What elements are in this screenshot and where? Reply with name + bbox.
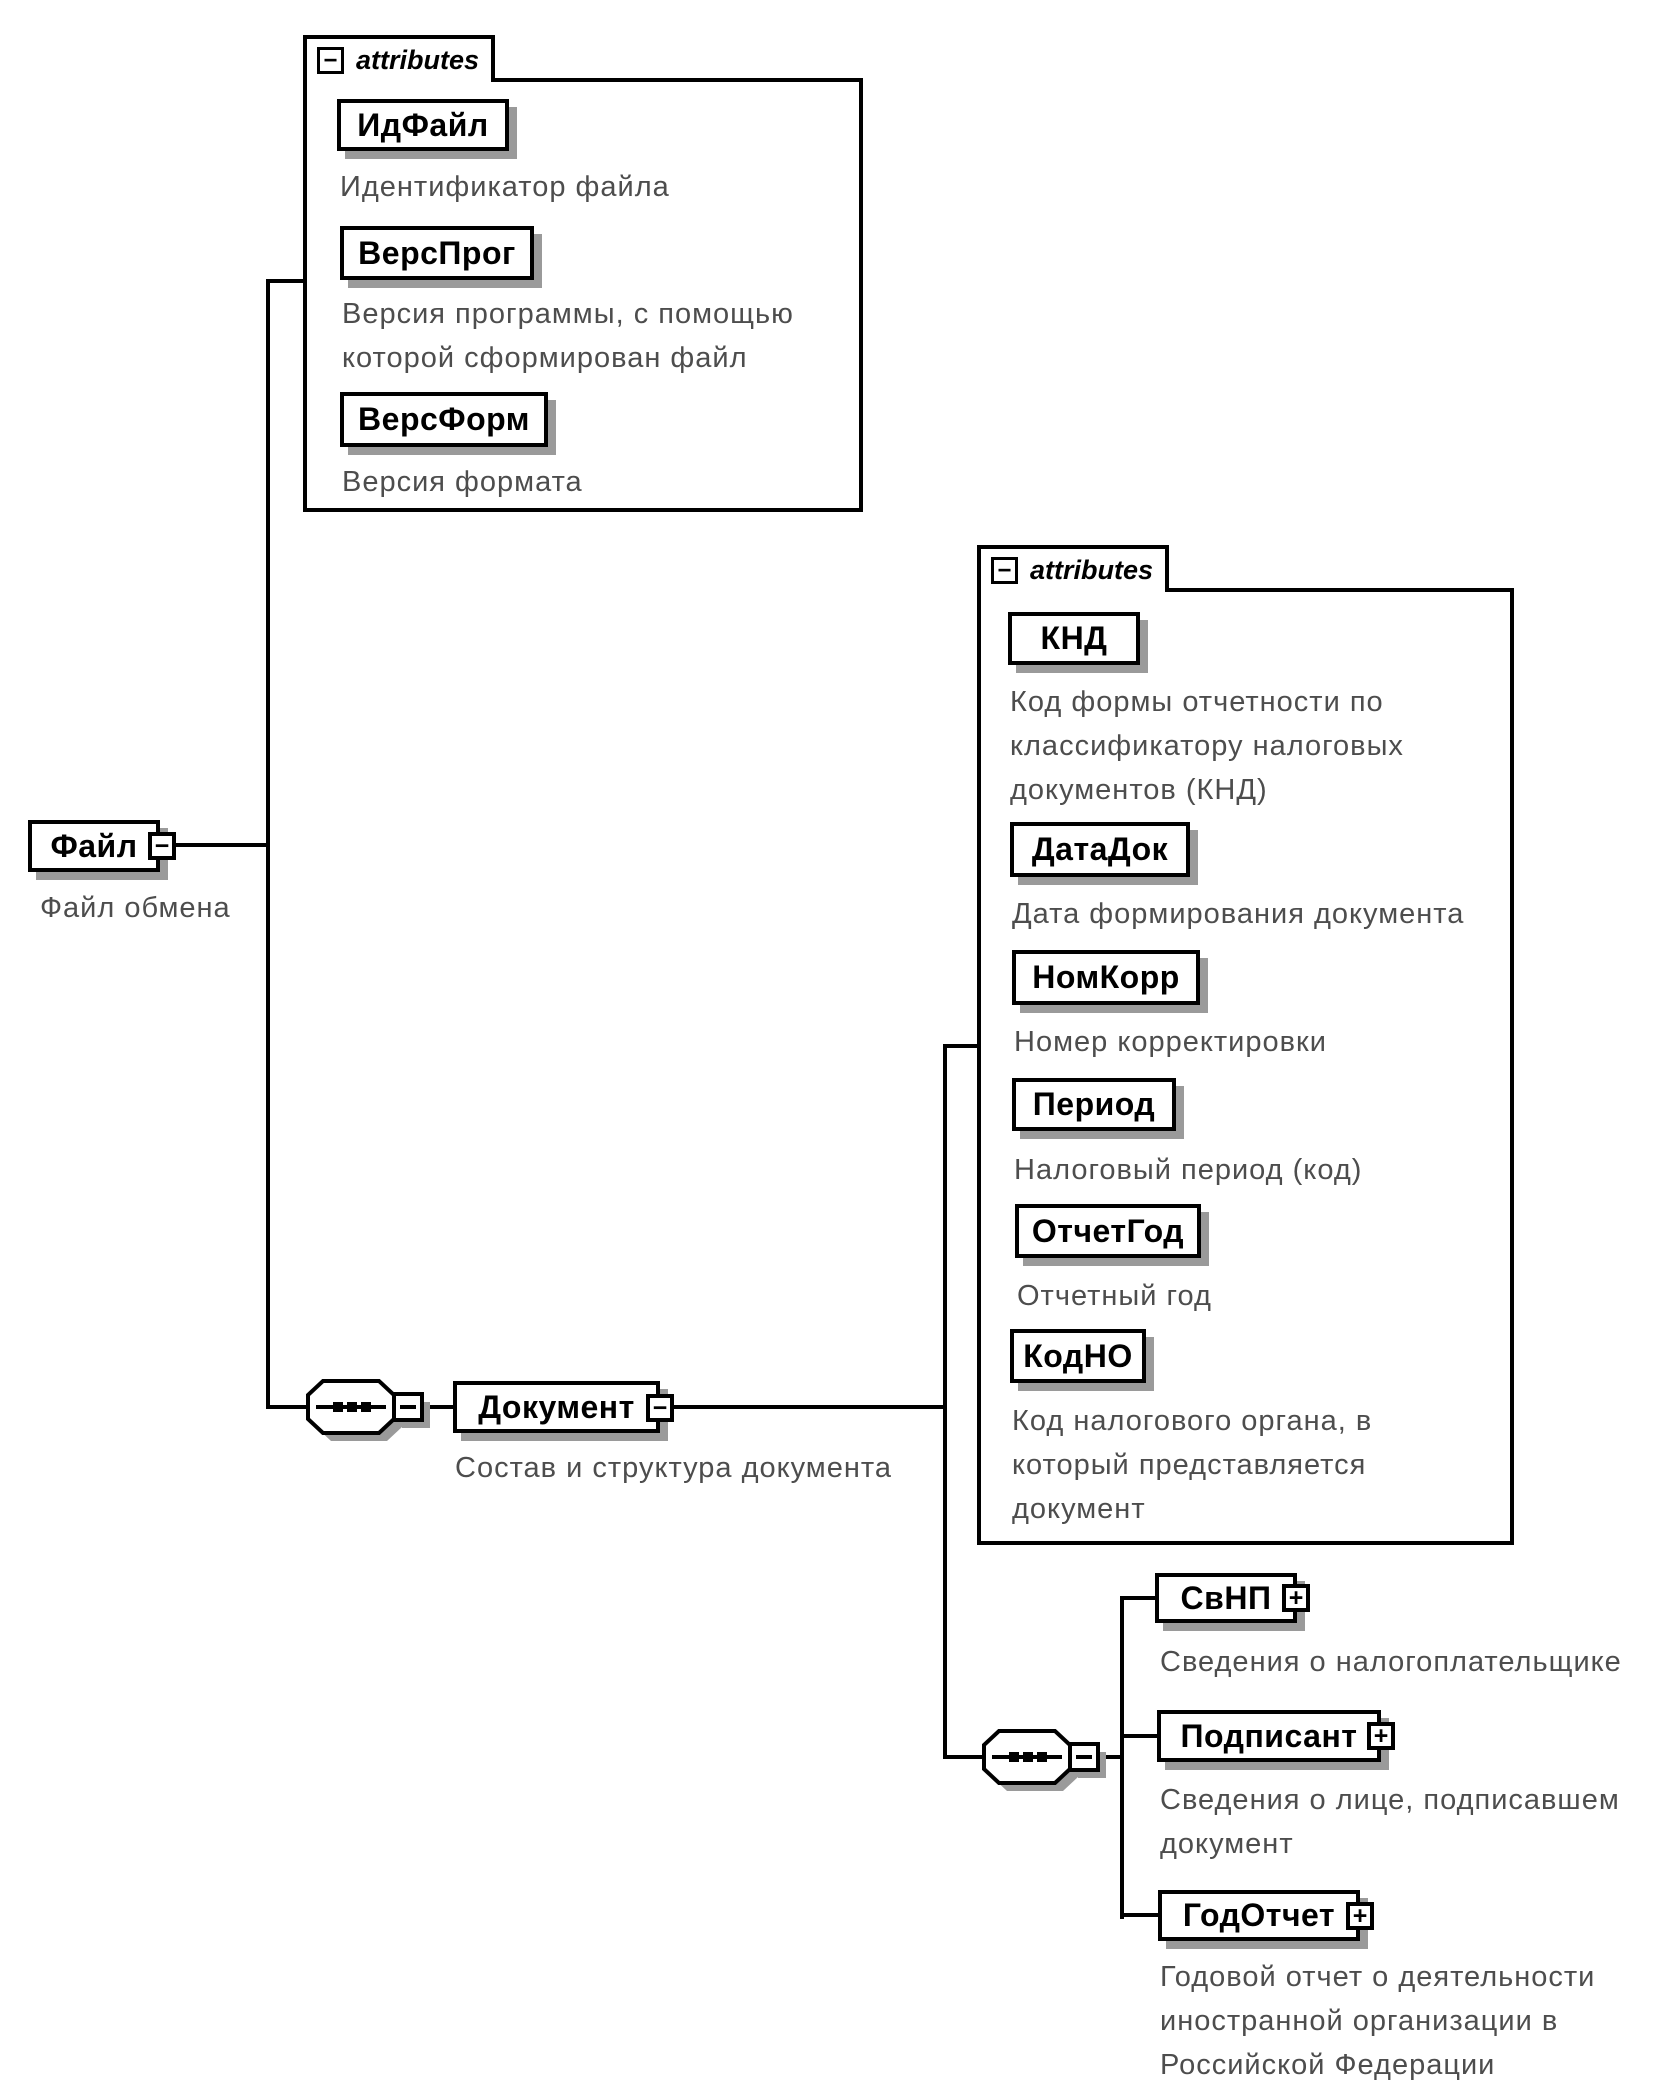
collapse-icon[interactable]: − [317,47,344,74]
document-attributes-tab: − attributes [977,545,1169,592]
element-godotchet[interactable]: ГодОтчет [1158,1890,1360,1941]
attribute-versform[interactable]: ВерсФорм [340,392,548,447]
attribute-nomkorr-description: Номер корректировки [1014,1026,1327,1058]
attribute-kodno[interactable]: КодНО [1010,1329,1146,1383]
expand-icon[interactable]: + [1282,1584,1310,1612]
attribute-datadok[interactable]: ДатаДок [1010,822,1190,877]
collapse-icon[interactable]: − [148,832,176,860]
attribute-knd-description: Код формы отчетности по классификатору н… [1010,686,1404,806]
sequence-connector-icon[interactable] [982,1729,1106,1795]
connector-line [420,1405,453,1409]
connector-line [943,1044,981,1048]
connector-line [671,1405,947,1409]
element-fajl-description: Файл обмена [40,892,231,924]
attribute-otchetgod[interactable]: ОтчетГод [1015,1204,1201,1258]
attribute-versprog-description: Версия программы, с помощью которой сфор… [342,298,794,374]
connector-line [1120,1596,1124,1919]
element-dokument-description: Состав и структура документа [455,1452,892,1484]
connector-line [1094,1755,1124,1759]
attribute-versprog[interactable]: ВерсПрог [340,226,534,280]
file-attributes-tab: − attributes [303,35,495,82]
element-svnp-description: Сведения о налогоплательщике [1160,1646,1622,1678]
element-podpisant[interactable]: Подписант [1157,1710,1381,1762]
connector-line [943,1755,990,1759]
connector-line [1120,1596,1159,1600]
attribute-versform-description: Версия формата [342,466,583,498]
connector-line [943,1044,947,1759]
sequence-collapse-icon [1068,1742,1100,1772]
attributes-tab-label: attributes [1030,555,1154,585]
connector-line [266,279,307,283]
element-podpisant-description: Сведения о лице, подписавшем документ [1160,1784,1620,1860]
connector-line [1120,1913,1162,1917]
attribute-idfajl[interactable]: ИдФайл [337,99,509,151]
attribute-datadok-description: Дата формирования документа [1012,898,1465,930]
sequence-collapse-icon [392,1392,424,1422]
document-attributes-container [977,588,1514,1545]
connector-line [266,279,270,1409]
attribute-idfajl-description: Идентификатор файла [340,171,670,203]
collapse-icon[interactable]: − [991,557,1018,584]
element-svnp[interactable]: СвНП [1155,1573,1297,1623]
element-dokument[interactable]: Документ [453,1381,660,1433]
attribute-otchetgod-description: Отчетный год [1017,1280,1212,1312]
element-fajl[interactable]: Файл [28,820,160,872]
element-godotchet-description: Годовой отчет о деятельности иностранной… [1160,1961,1596,2081]
attribute-period[interactable]: Период [1012,1078,1176,1131]
attribute-nomkorr[interactable]: НомКорр [1012,950,1200,1005]
collapse-icon[interactable]: − [646,1394,674,1422]
attributes-tab-label: attributes [356,45,480,75]
attribute-kodno-description: Код налогового органа, в который предста… [1012,1405,1373,1525]
attribute-knd[interactable]: КНД [1008,612,1140,665]
expand-icon[interactable]: + [1346,1902,1374,1930]
attribute-period-description: Налоговый период (код) [1014,1154,1363,1186]
expand-icon[interactable]: + [1367,1722,1395,1750]
sequence-connector-icon[interactable] [306,1379,430,1445]
connector-line [176,843,270,847]
connector-line [1120,1734,1161,1738]
connector-line [266,1405,312,1409]
